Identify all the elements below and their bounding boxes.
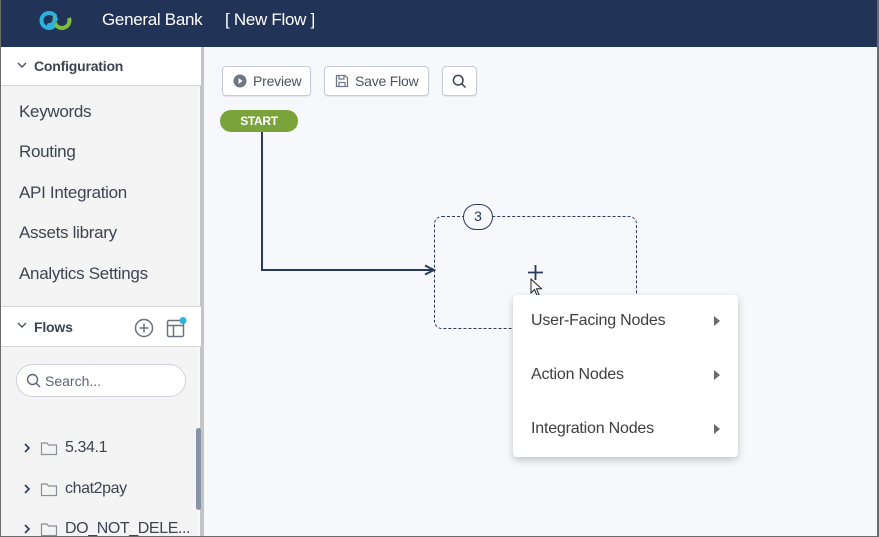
menu-item-integration-nodes[interactable]: Integration Nodes xyxy=(513,403,738,457)
add-node-context-menu: User-Facing Nodes Action Nodes Integrati… xyxy=(513,295,738,457)
configuration-section-header[interactable]: Configuration xyxy=(0,47,201,86)
sidebar xyxy=(0,47,197,537)
menu-item-user-facing-nodes[interactable]: User-Facing Nodes xyxy=(513,295,738,349)
sidebar-item-api-integration[interactable]: API Integration xyxy=(19,183,127,202)
submenu-arrow-icon xyxy=(714,316,720,326)
sidebar-item-assets-library[interactable]: Assets library xyxy=(19,223,117,242)
folder-label: chat2pay xyxy=(65,480,127,497)
submenu-arrow-icon xyxy=(714,424,720,434)
folder-label: DO_NOT_DELE... xyxy=(65,520,191,537)
brand-name: General Bank xyxy=(102,10,203,29)
folder-icon xyxy=(40,442,58,456)
node-number-badge: 3 xyxy=(463,204,493,230)
save-flow-label: Save Flow xyxy=(355,73,419,89)
sidebar-resize-handle[interactable] xyxy=(200,47,204,537)
preview-label: Preview xyxy=(253,73,302,89)
menu-item-label: Integration Nodes xyxy=(531,420,654,437)
flow-templates-icon[interactable] xyxy=(165,317,187,339)
sidebar-item-analytics-settings[interactable]: Analytics Settings xyxy=(19,264,148,283)
search-icon xyxy=(452,74,467,88)
folder-label: 5.34.1 xyxy=(65,439,108,456)
flow-search-field[interactable] xyxy=(16,364,186,397)
brand-logo-icon xyxy=(39,11,72,30)
flow-title: [ New Flow ] xyxy=(225,10,315,29)
chevron-right-icon[interactable] xyxy=(22,442,32,454)
add-flow-icon[interactable] xyxy=(133,317,155,339)
flows-title: Flows xyxy=(34,318,73,335)
search-icon xyxy=(26,373,41,388)
sidebar-scrollbar-thumb[interactable] xyxy=(196,428,201,510)
flows-section-header[interactable]: Flows xyxy=(0,306,201,347)
save-flow-button[interactable]: Save Flow xyxy=(324,66,429,96)
submenu-arrow-icon xyxy=(714,370,720,380)
chevron-down-icon xyxy=(17,322,27,328)
chevron-right-icon[interactable] xyxy=(22,523,32,535)
add-node-plus-icon[interactable] xyxy=(527,264,544,281)
folder-item[interactable]: chat2pay xyxy=(0,475,195,505)
canvas-search-button[interactable] xyxy=(442,66,477,96)
top-bar: General Bank [ New Flow ] xyxy=(0,0,879,47)
menu-item-label: Action Nodes xyxy=(531,366,624,383)
save-icon xyxy=(335,74,349,88)
menu-item-label: User-Facing Nodes xyxy=(531,312,666,329)
chevron-down-icon xyxy=(17,62,27,68)
sidebar-item-routing[interactable]: Routing xyxy=(19,142,76,161)
configuration-title: Configuration xyxy=(34,58,124,74)
folder-icon xyxy=(40,483,58,497)
play-icon xyxy=(233,74,247,88)
start-node[interactable]: START xyxy=(220,110,298,132)
folder-item[interactable]: 5.34.1 xyxy=(0,434,195,464)
flow-search-input[interactable] xyxy=(45,371,175,391)
chevron-right-icon[interactable] xyxy=(22,483,32,495)
sidebar-item-keywords[interactable]: Keywords xyxy=(19,102,92,121)
preview-button[interactable]: Preview xyxy=(222,66,311,96)
menu-item-action-nodes[interactable]: Action Nodes xyxy=(513,349,738,403)
folder-item[interactable]: DO_NOT_DELE... xyxy=(0,515,195,537)
folder-icon xyxy=(40,523,58,537)
